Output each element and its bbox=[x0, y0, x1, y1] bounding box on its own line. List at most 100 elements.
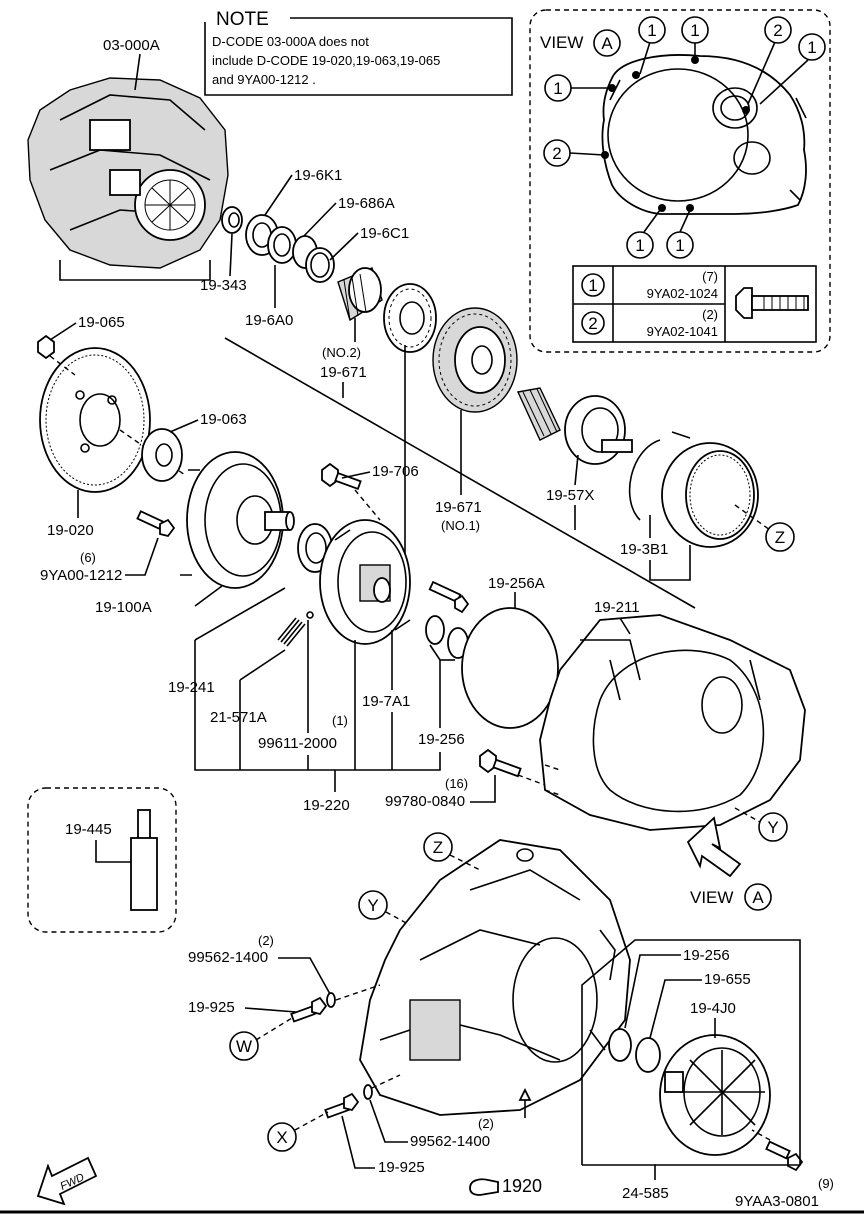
label-19-063: 19-063 bbox=[200, 411, 247, 428]
table-ref-1: 1 bbox=[588, 276, 597, 295]
view-a-letter: A bbox=[601, 34, 613, 53]
note-line-2: include D-CODE 19-020,19-063,19-065 bbox=[212, 53, 440, 68]
label-19-706: 19-706 bbox=[372, 463, 419, 480]
table-qty-1: (7) bbox=[702, 269, 718, 284]
arrow-view-letter: A bbox=[752, 888, 764, 907]
label-19-256: 19-256 bbox=[418, 731, 465, 748]
label-99562-1400-bottom: 99562-1400 bbox=[410, 1133, 490, 1150]
svg-text:1: 1 bbox=[807, 38, 816, 57]
tool-box bbox=[27, 787, 177, 933]
label-24-585: 24-585 bbox=[622, 1185, 669, 1202]
label-19-241: 19-241 bbox=[168, 679, 215, 696]
gasket-drawing bbox=[461, 607, 559, 729]
label-19-256-cover: 19-256 bbox=[683, 947, 730, 964]
output-shaft-drawing bbox=[516, 387, 633, 465]
arrow-view-circle bbox=[744, 883, 772, 911]
transaxle-assembly-drawing bbox=[27, 77, 229, 281]
svg-text:1: 1 bbox=[647, 21, 656, 40]
oil-pump-drawing bbox=[319, 519, 411, 645]
table-part-1: 9YA02-1024 bbox=[647, 286, 718, 301]
label-19-220: 19-220 bbox=[303, 797, 350, 814]
label-9ya00-1212: 9YA00-1212 bbox=[40, 567, 122, 584]
label-99611-2000: 99611-2000 bbox=[258, 735, 337, 752]
note-box: NOTE D-CODE 03-000A does not include D-C… bbox=[204, 9, 513, 96]
view-y-circle-top bbox=[758, 812, 788, 842]
pump-side-bolt-drawing bbox=[428, 580, 470, 614]
label-qty-16: (16) bbox=[445, 776, 468, 791]
view-a-box: VIEW A 1 1 1 2 bbox=[529, 9, 831, 353]
label-qty-2-top: (2) bbox=[258, 933, 274, 948]
label-19-6a0: 19-6A0 bbox=[245, 312, 293, 329]
housing-bolt-drawing bbox=[479, 748, 546, 786]
table-part-2: 9YA02-1041 bbox=[647, 324, 718, 339]
leader-19-343-to-19-211 bbox=[224, 337, 696, 609]
o-ring-1-drawing bbox=[425, 615, 445, 645]
label-99780-0840: 99780-0840 bbox=[385, 793, 465, 810]
view-w-letter: W bbox=[236, 1037, 252, 1056]
bracket-19-220 bbox=[194, 640, 441, 771]
view-a-arrow bbox=[686, 816, 742, 878]
label-19-671-no2: 19-671 bbox=[320, 364, 367, 381]
arrow-view-title: VIEW bbox=[690, 888, 733, 907]
label-19-6c1: 19-6C1 bbox=[360, 225, 409, 242]
svg-text:Z: Z bbox=[433, 838, 443, 857]
label-qty-6: (6) bbox=[80, 550, 96, 565]
note-line-1: D-CODE 03-000A does not bbox=[212, 34, 369, 49]
o-ring-19-256-drawing bbox=[608, 1028, 632, 1062]
view-a-title: VIEW bbox=[540, 33, 583, 52]
label-19-445: 19-445 bbox=[65, 821, 112, 838]
label-no2: (NO.2) bbox=[322, 345, 361, 360]
case-face-drawing bbox=[601, 54, 807, 215]
view-a-callouts: 1 1 1 2 1 2 1 1 bbox=[543, 16, 826, 259]
view-w-circle bbox=[229, 1031, 259, 1061]
view-y-circle-case bbox=[358, 890, 388, 920]
svg-text:2: 2 bbox=[552, 144, 561, 163]
bolt-table: 1 2 (7) 9YA02-1024 (2) 9YA02-1041 bbox=[572, 265, 817, 343]
converter-housing-drawing bbox=[539, 614, 806, 831]
ball-drawing bbox=[306, 611, 314, 619]
transaxle-case-drawing bbox=[359, 839, 631, 1118]
nut-drawing bbox=[37, 334, 55, 360]
label-19-671-no1: 19-671 bbox=[435, 499, 482, 516]
label-19-100a: 19-100A bbox=[95, 599, 152, 616]
svg-text:Y: Y bbox=[767, 818, 778, 837]
label-21-571a: 21-571A bbox=[210, 709, 267, 726]
svg-text:1: 1 bbox=[635, 236, 644, 255]
label-19-7a1: 19-7A1 bbox=[362, 693, 410, 710]
hand-pointer-icon bbox=[469, 1178, 499, 1196]
oil-pump-cover-drawing bbox=[659, 1034, 771, 1156]
converter-bolt-drawing bbox=[136, 510, 176, 538]
svg-text:1: 1 bbox=[690, 21, 699, 40]
spring-drawing bbox=[277, 617, 306, 647]
label-19-4j0: 19-4J0 bbox=[690, 1000, 736, 1017]
label-19-655: 19-655 bbox=[704, 971, 751, 988]
label-19-925-bottom: 19-925 bbox=[378, 1159, 425, 1176]
o-ring-19-655-drawing bbox=[635, 1037, 661, 1073]
view-x-letter: X bbox=[276, 1128, 287, 1147]
idler-gear-drawing bbox=[383, 283, 437, 353]
label-19-020: 19-020 bbox=[47, 522, 94, 539]
bolt-icon bbox=[735, 287, 809, 319]
note-line-3: and 9YA00-1212 . bbox=[212, 72, 316, 87]
pump-bolt-drawing bbox=[321, 462, 381, 521]
oil-seal-drawing bbox=[221, 206, 243, 234]
label-19-3b1: 19-3B1 bbox=[620, 541, 668, 558]
plug-x-drawing bbox=[324, 1074, 401, 1119]
view-z-circle bbox=[765, 522, 795, 552]
cover-bolt-drawing bbox=[751, 1129, 804, 1172]
label-19-925-top: 19-925 bbox=[188, 999, 235, 1016]
label-qty-9: (9) bbox=[818, 1176, 834, 1191]
label-qty-1: (1) bbox=[332, 713, 348, 728]
svg-text:2: 2 bbox=[773, 21, 782, 40]
note-title: NOTE bbox=[216, 9, 269, 30]
view-z-letter: Z bbox=[775, 528, 785, 547]
label-19-211: 19-211 bbox=[594, 599, 640, 616]
label-99562-1400-top: 99562-1400 bbox=[188, 949, 268, 966]
back-plate-drawing bbox=[141, 428, 183, 482]
label-no1: (NO.1) bbox=[441, 518, 480, 533]
label-19-6k1: 19-6K1 bbox=[294, 167, 342, 184]
label-19-686a: 19-686A bbox=[338, 195, 395, 212]
svg-text:1: 1 bbox=[553, 79, 562, 98]
ring-gear-drawing bbox=[628, 431, 771, 548]
